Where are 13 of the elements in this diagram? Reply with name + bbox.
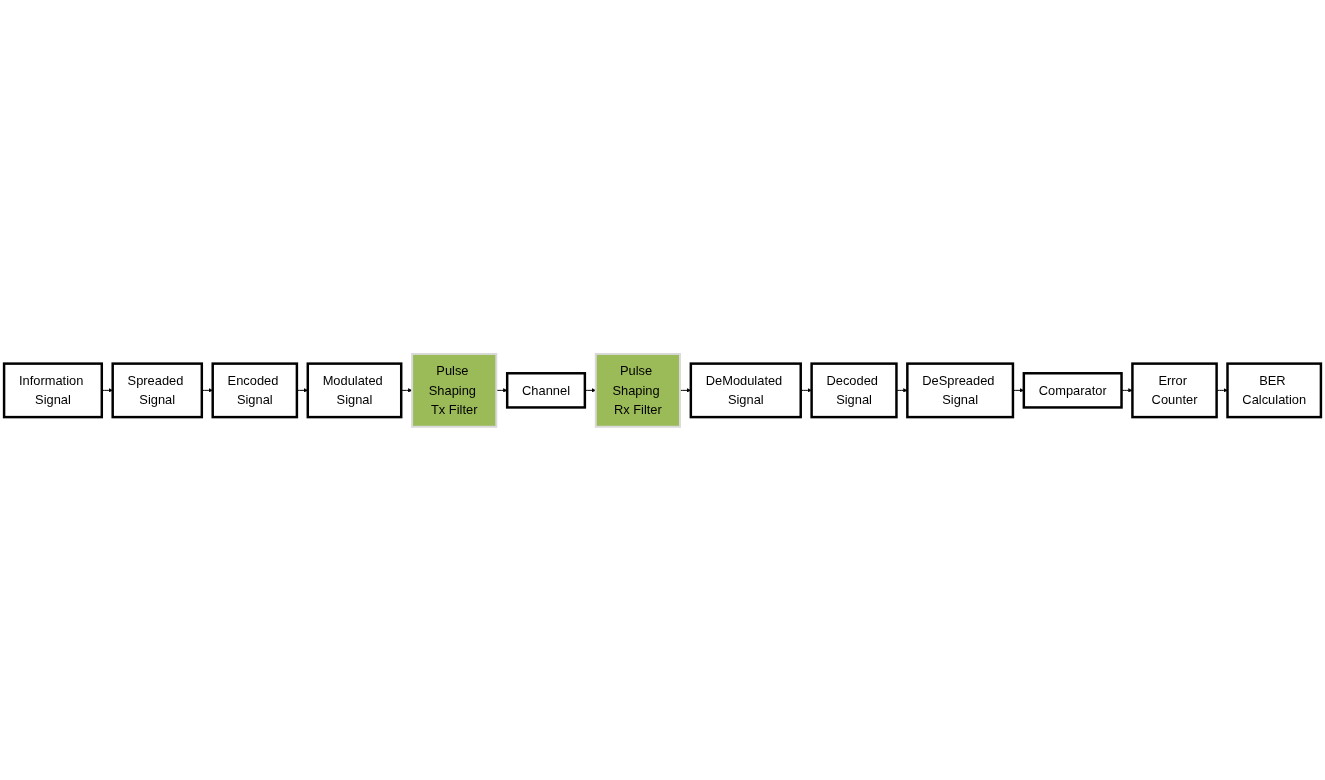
- node-box: Channel: [505, 371, 587, 409]
- node-box: DeModulated Signal: [689, 362, 802, 418]
- node-box: Information Signal: [2, 362, 104, 418]
- node-box: Comparator: [1022, 371, 1123, 409]
- node-box: DeSpreaded Signal: [906, 362, 1015, 418]
- node-box: Spreaded Signal: [111, 362, 204, 418]
- node-box: Error Counter: [1131, 362, 1218, 418]
- node-box: BER Calculation: [1226, 362, 1323, 418]
- node-box: Pulse Shaping Rx Filter: [594, 352, 681, 428]
- node-box: Pulse Shaping Tx Filter: [411, 352, 498, 428]
- node-box: Modulated Signal: [306, 362, 403, 418]
- node-box: Decoded Signal: [810, 362, 898, 418]
- node-box: Encoded Signal: [211, 362, 299, 418]
